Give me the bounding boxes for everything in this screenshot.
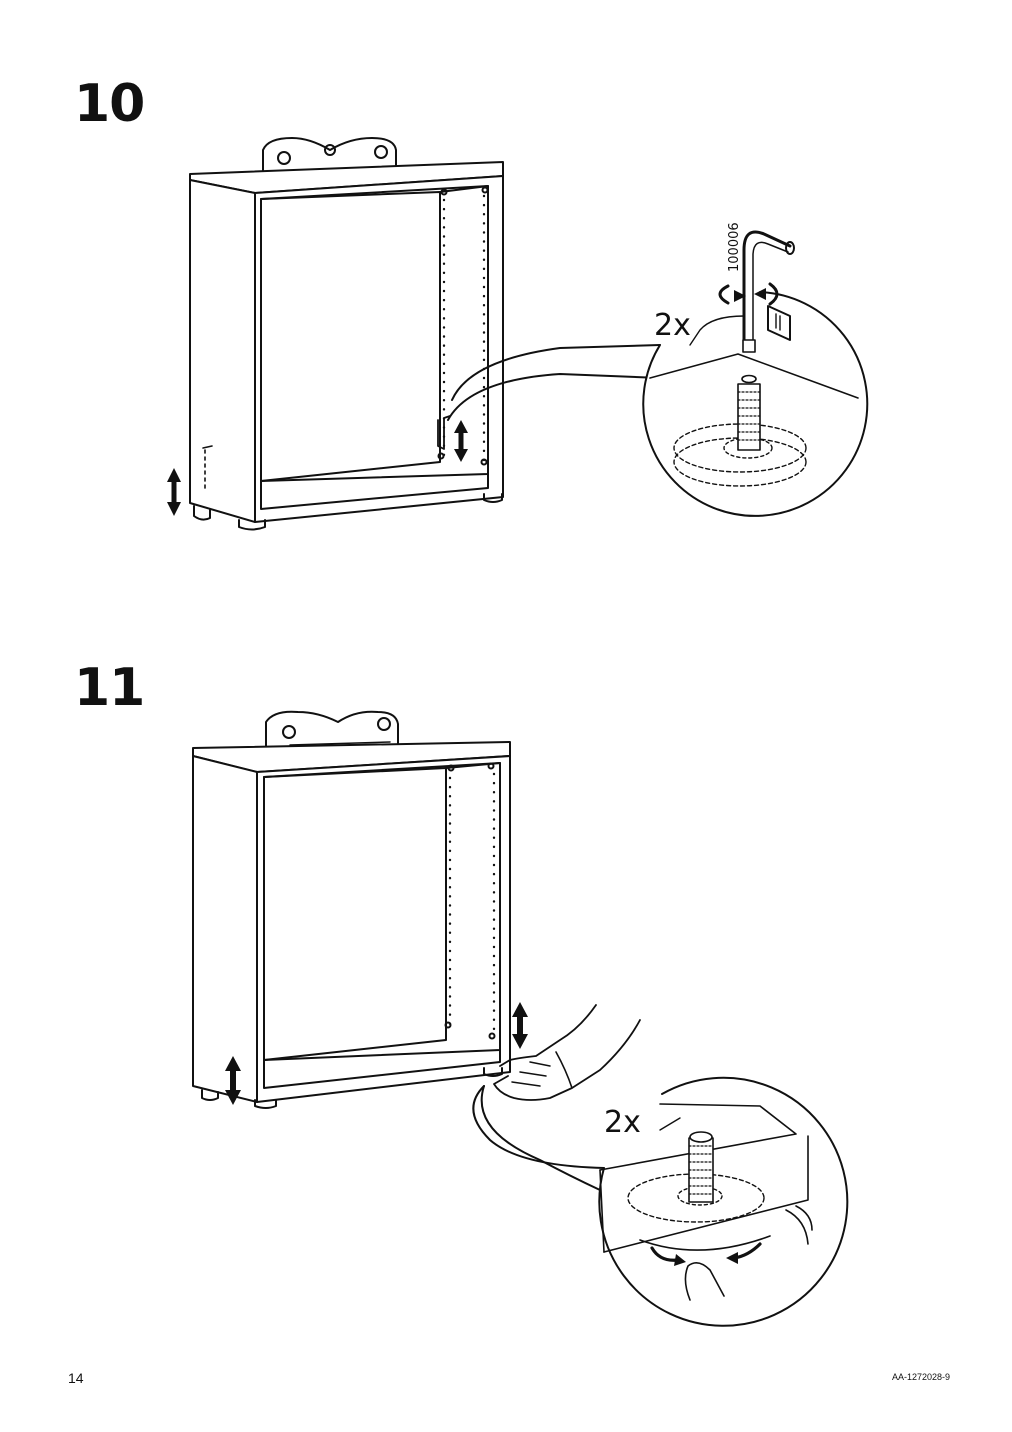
document-reference: AA-1272028-9 — [891, 1372, 950, 1382]
step-10-tool-code: 100006 — [727, 222, 742, 272]
step-11-cabinet — [192, 710, 641, 1191]
page-number: 14 — [68, 1370, 84, 1386]
step-10-cabinet — [189, 137, 661, 531]
step-11-quantity: 2x — [604, 1105, 641, 1140]
step-11-number: 11 — [74, 658, 145, 718]
step-10-detail-view — [642, 230, 869, 517]
step-10-quantity: 2x — [654, 308, 691, 343]
step-10-number: 10 — [74, 74, 145, 134]
step-11-detail-view — [598, 1076, 849, 1327]
